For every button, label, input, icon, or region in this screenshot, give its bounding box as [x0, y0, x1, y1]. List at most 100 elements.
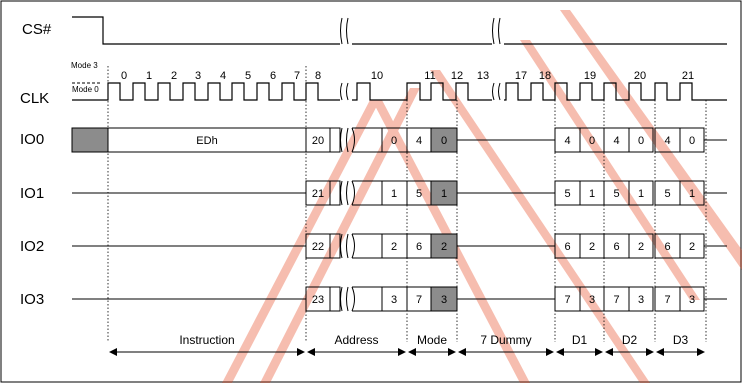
data-high-value: 4 [613, 135, 619, 147]
address-last-value: 3 [391, 294, 397, 306]
phase-label-d2: D2 [622, 333, 638, 347]
cs-label: CS# [22, 21, 52, 38]
mode-high-value: 4 [416, 135, 422, 147]
data-low-value: 3 [589, 294, 595, 306]
mode-low-cell [430, 286, 458, 312]
address-first-value: 23 [312, 294, 324, 306]
data-low-cell [628, 233, 654, 259]
io2-label: IO2 [20, 238, 44, 255]
cs-waveform [72, 16, 727, 45]
data-low-value: 2 [589, 241, 595, 253]
data-high-value: 4 [564, 135, 570, 147]
clk-number: 6 [270, 70, 276, 82]
phase-label-instruction: Instruction [179, 333, 234, 347]
data-low-value: 2 [689, 241, 695, 253]
mode-high-value: 5 [416, 188, 422, 200]
clk-break-mark [340, 82, 343, 101]
data-high-value: 6 [613, 241, 619, 253]
clk-number: 3 [195, 70, 201, 82]
mode-low-value: 2 [441, 241, 447, 253]
data-low-cell [628, 286, 654, 312]
address-first-value: 21 [312, 188, 324, 200]
data-low-value: 3 [638, 294, 644, 306]
data-low-value: 0 [638, 135, 644, 147]
mode-low-cell [430, 233, 458, 259]
address-gap-cell [351, 286, 382, 312]
phase-label-mode: Mode [417, 333, 447, 347]
mode-low-value: 0 [441, 135, 447, 147]
clk-number: 8 [315, 70, 321, 82]
mode-low-value: 1 [441, 188, 447, 200]
clk-wave-seg-2 [352, 82, 492, 101]
address-next-cell [329, 286, 341, 312]
phase-label-address: Address [334, 333, 378, 347]
clk-number: 18 [539, 70, 551, 82]
data-high-value: 7 [564, 294, 570, 306]
instruction-value: EDh [196, 135, 217, 147]
phase-label-d3: D3 [673, 333, 689, 347]
mode-high-value: 6 [416, 241, 422, 253]
clk-label: CLK [20, 90, 49, 107]
clk-number: 21 [682, 70, 694, 82]
io1-label: IO1 [20, 185, 44, 202]
clk-number: 2 [171, 70, 177, 82]
clk-break-mark [346, 82, 349, 101]
clk-wave-seg-1 [72, 82, 340, 101]
io3-row: 23 3 7 3 7 3 7 3 7 3 [72, 286, 727, 312]
io0-dont-care [71, 127, 109, 153]
phase-label-dummy: 7 Dummy [480, 333, 531, 347]
address-gap-cell [351, 233, 382, 259]
mode-low-cell [430, 180, 458, 206]
data-high-value: 4 [664, 135, 670, 147]
mode0-label: Mode 0 [72, 85, 99, 94]
data-low-cell [628, 127, 654, 153]
io0-label: IO0 [20, 131, 44, 148]
data-low-cell [628, 180, 654, 206]
clk-number: 12 [451, 70, 463, 82]
clk-number: 4 [220, 70, 226, 82]
io3-label: IO3 [20, 291, 44, 308]
data-low-value: 1 [638, 188, 644, 200]
mode3-label: Mode 3 [71, 61, 98, 70]
mode-high-value: 7 [416, 294, 422, 306]
data-low-value: 0 [689, 135, 695, 147]
clk-number: 5 [245, 70, 251, 82]
clk-number: 0 [121, 70, 127, 82]
io-break-mark [340, 127, 349, 153]
data-high-value: 5 [613, 188, 619, 200]
clk-number: 11 [424, 70, 435, 82]
data-high-value: 5 [564, 188, 570, 200]
io-break-mark [340, 233, 349, 259]
data-high-value: 5 [664, 188, 670, 200]
address-first-value: 22 [312, 241, 324, 253]
clk-break-mark [492, 82, 495, 101]
clk-number: 7 [294, 70, 300, 82]
phase-label-d1: D1 [572, 333, 588, 347]
address-last-value: 0 [391, 135, 397, 147]
data-low-value: 3 [689, 294, 695, 306]
io-break-mark [340, 286, 349, 312]
clk-wave-seg-3 [504, 82, 727, 101]
clk-break-mark [498, 82, 501, 101]
address-gap-cell [351, 127, 382, 153]
address-first-value: 20 [312, 135, 324, 147]
clk-number: 10 [371, 70, 383, 82]
phase-markers: Instruction Address Mode 7 Dummy D1 D2 D3 [109, 333, 705, 356]
data-high-value: 7 [664, 294, 670, 306]
mode-low-value: 3 [441, 294, 447, 306]
data-high-value: 6 [664, 241, 670, 253]
clk-number: 19 [584, 70, 596, 82]
data-low-value: 2 [638, 241, 644, 253]
data-high-value: 7 [613, 294, 619, 306]
data-high-value: 6 [564, 241, 570, 253]
cs-break-marks [340, 17, 501, 45]
data-low-value: 1 [589, 188, 595, 200]
